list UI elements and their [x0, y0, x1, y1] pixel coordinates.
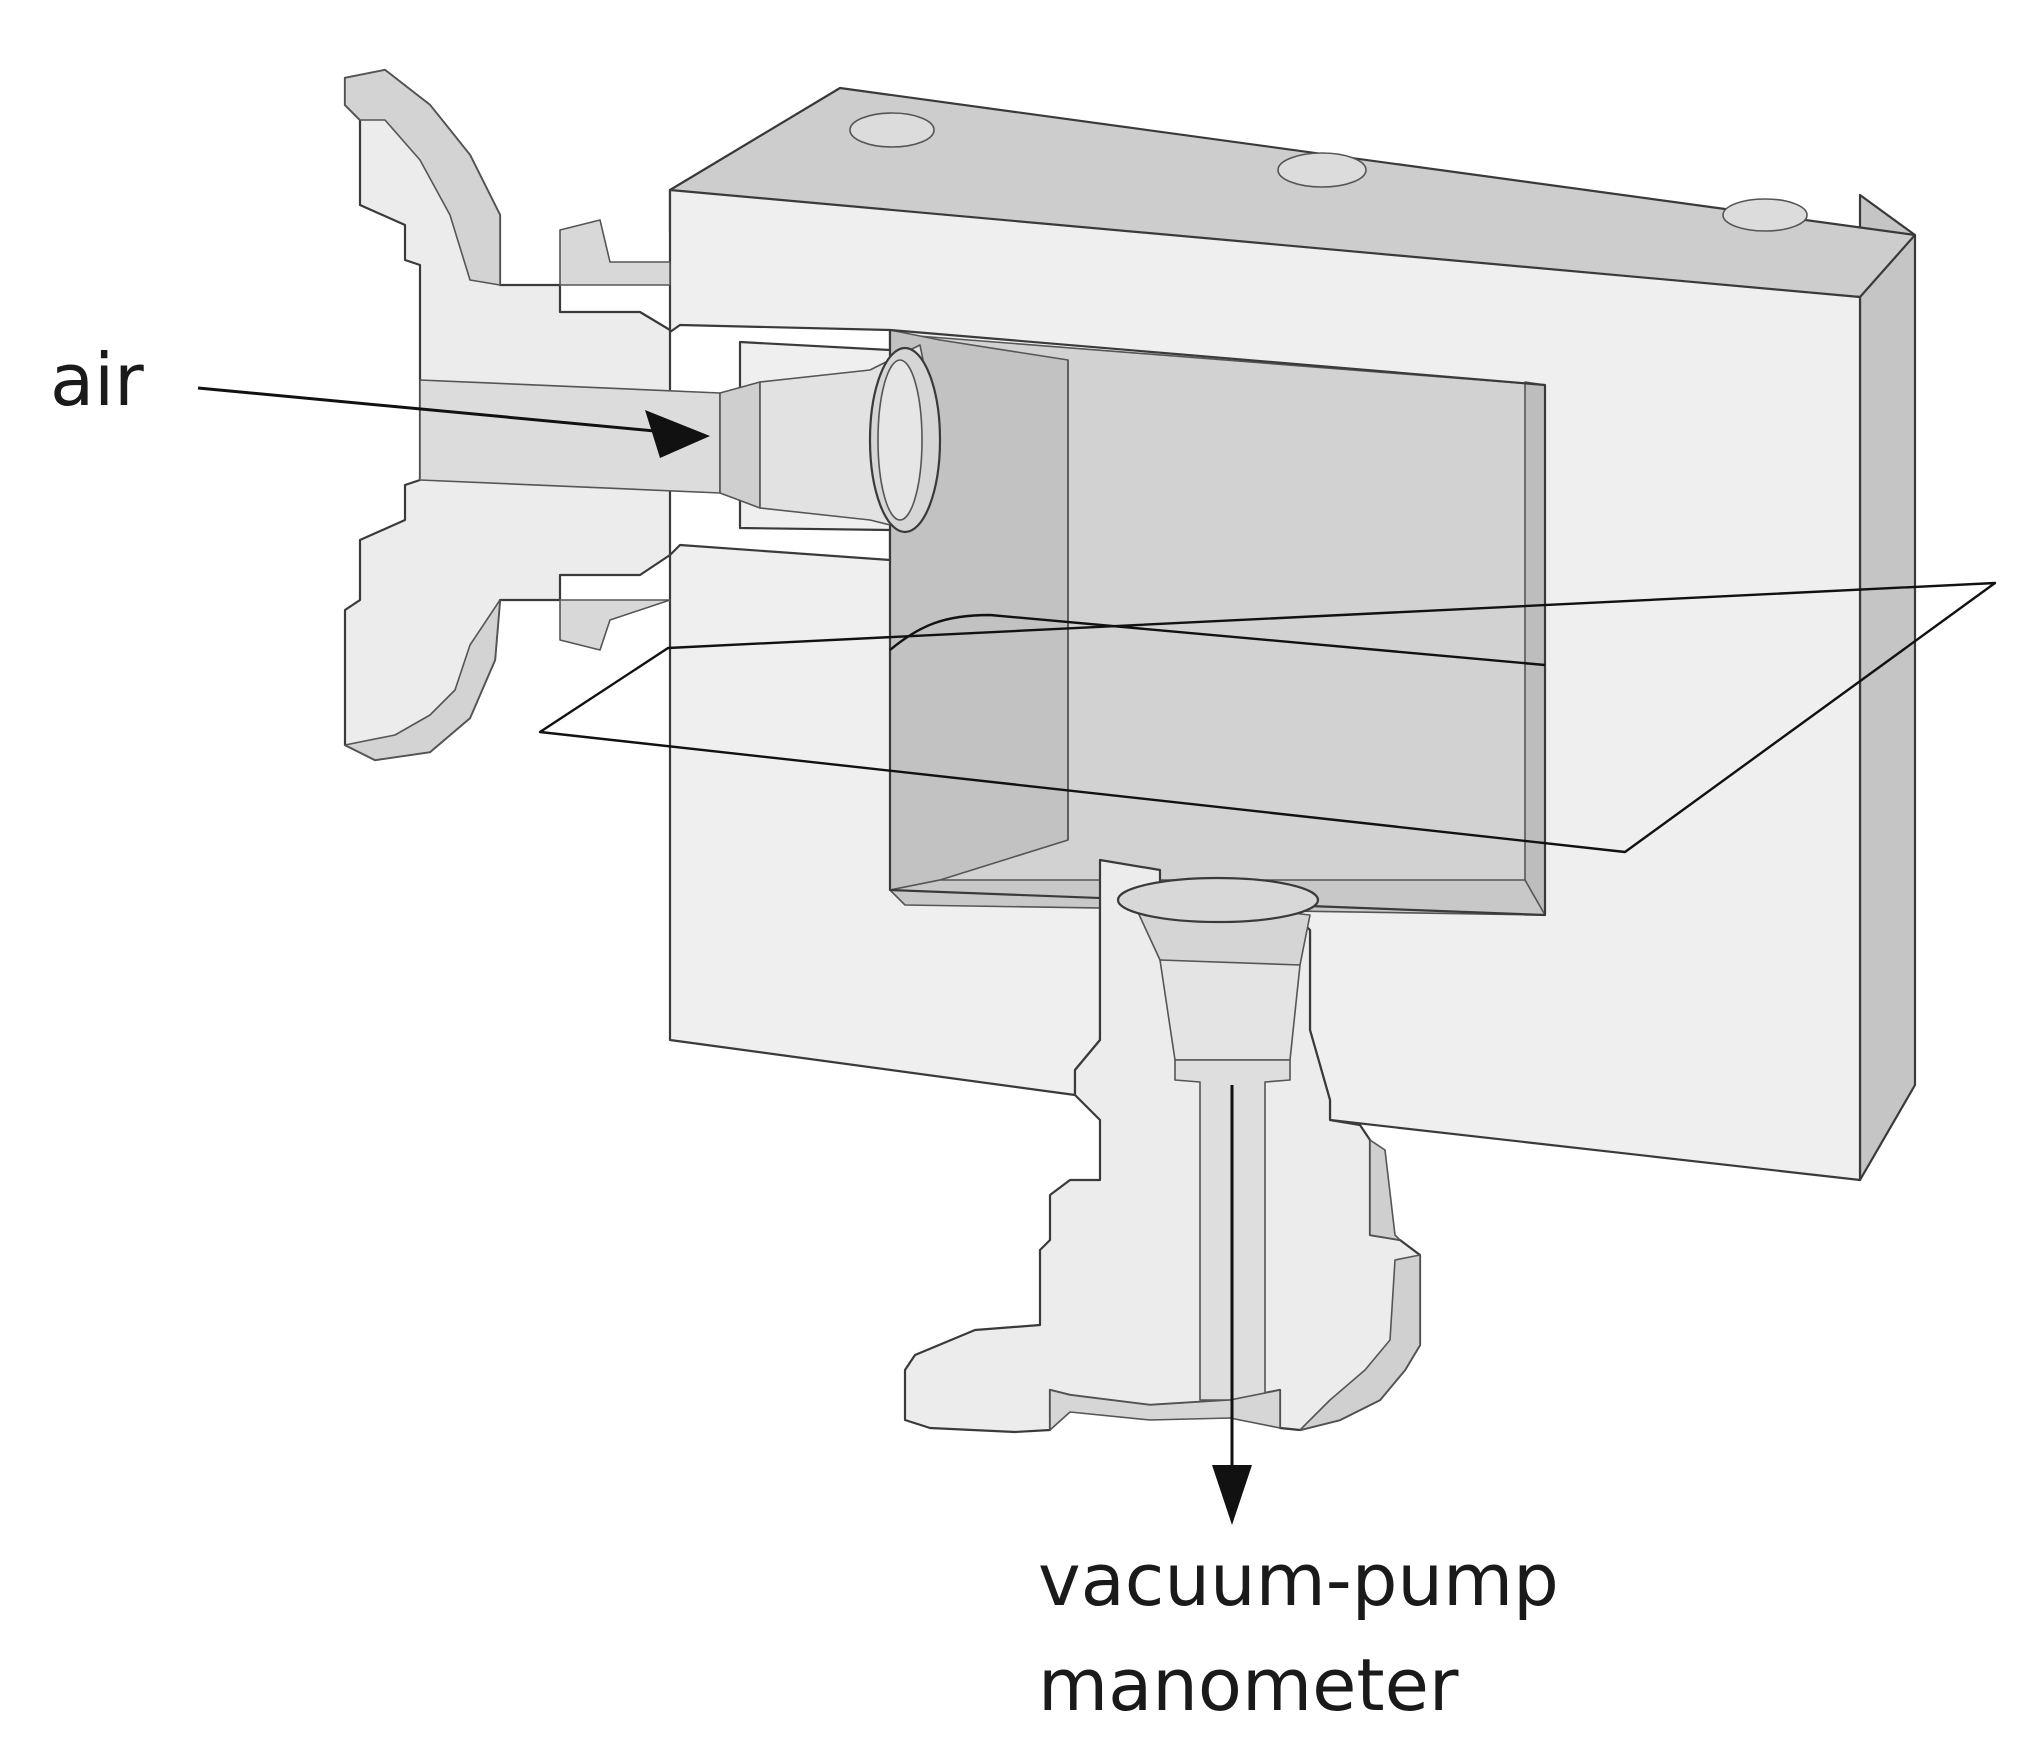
cavity-right-inner-strip	[1524, 381, 1546, 916]
inlet-bore-taper	[719, 381, 761, 509]
top-hole-left	[849, 112, 935, 148]
inlet-bore-rim-inner	[877, 359, 923, 521]
cavity-inner-edge	[888, 328, 1547, 917]
inlet-flange-side-bottom	[344, 599, 501, 761]
outlet-flange-lower-dark	[1049, 1389, 1281, 1431]
top-hole-middle	[1277, 152, 1367, 188]
outlet-flange-rim-dark	[1299, 1254, 1421, 1431]
air-arrow-shaft	[197, 386, 666, 434]
section-plane-cavity-edge	[889, 613, 1546, 667]
inlet-collar-top	[559, 219, 671, 286]
air-arrow-head	[645, 410, 710, 458]
outlet-bore-mid	[1159, 959, 1301, 1061]
inlet-collar-bottom	[559, 599, 671, 651]
outlet-bore-rim	[1116, 876, 1320, 924]
inlet-flange-side-top	[344, 69, 501, 286]
outlet-flange-side	[1369, 1139, 1401, 1241]
air-label: air	[50, 338, 144, 422]
section-plane	[538, 581, 1997, 854]
top-hole-right	[1722, 198, 1808, 232]
outlet-label-line1: vacuum-pump	[1038, 1538, 1559, 1622]
outlet-arrow-head	[1212, 1465, 1252, 1525]
block-right-face	[1858, 193, 1917, 1182]
outlet-label-line2: manometer	[1038, 1643, 1459, 1727]
